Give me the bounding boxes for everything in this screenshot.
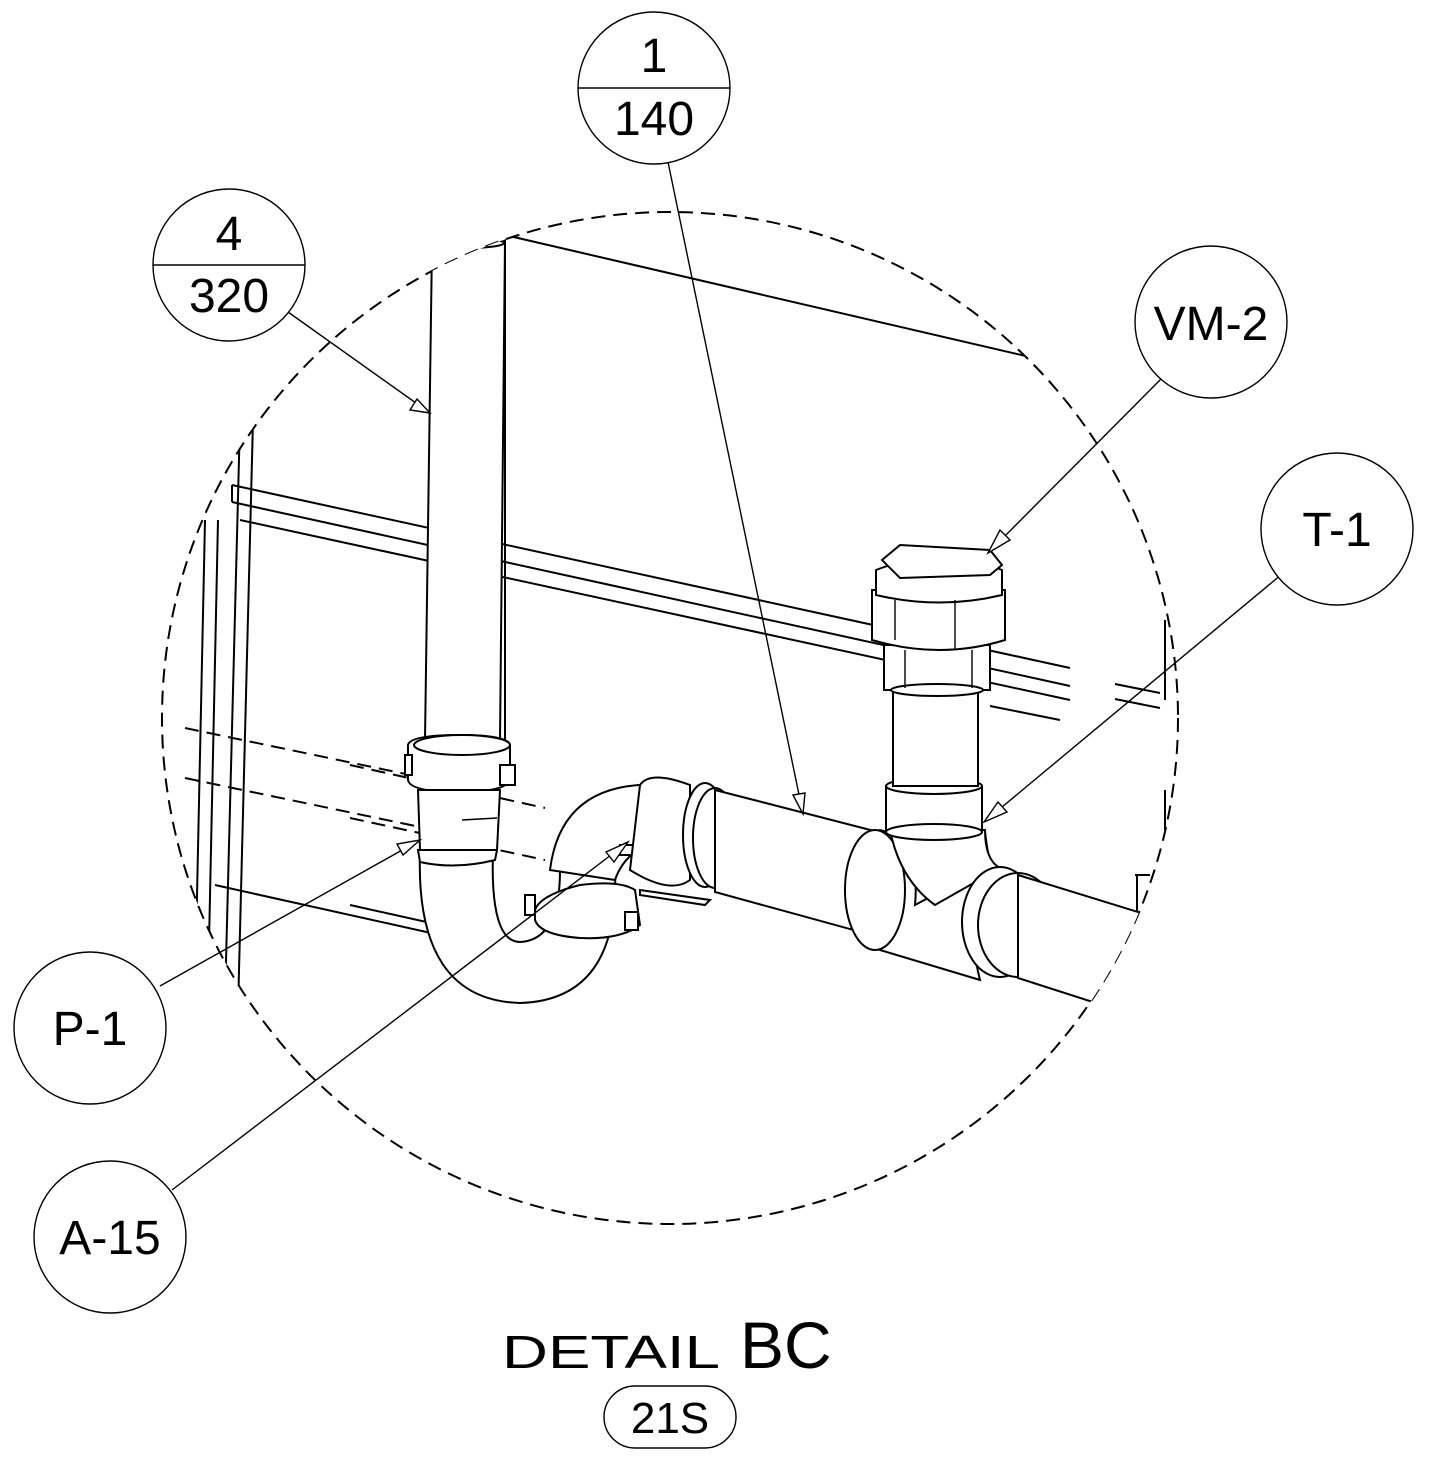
callout-t-1: T-1 <box>1260 452 1414 606</box>
leader-lines <box>159 161 1283 1191</box>
detail-sheet-label: 21S <box>631 1394 709 1443</box>
callout-vm-2-label: VM-2 <box>1154 298 1269 351</box>
callout-view-number: 4 <box>216 208 243 261</box>
detail-title-prefix: DETAIL <box>502 1326 720 1378</box>
callout-section-1-140: 1 140 <box>577 11 731 165</box>
callout-a-15: A-15 <box>33 1160 187 1314</box>
callout-section-sheet: 140 <box>614 93 694 146</box>
detail-title-label: BC <box>740 1308 832 1382</box>
callout-p-1-label: P-1 <box>53 1003 128 1056</box>
callout-view-sheet: 320 <box>189 270 269 323</box>
detail-sheet-reference: 21S <box>603 1385 737 1449</box>
callout-a-15-label: A-15 <box>59 1212 160 1265</box>
callout-vm-2: VM-2 <box>1134 245 1288 399</box>
callout-p-1: P-1 <box>13 951 167 1105</box>
callout-section-number: 1 <box>641 30 668 83</box>
detail-title: DETAIL BC <box>502 1308 832 1382</box>
detail-contents <box>184 234 1178 1032</box>
callout-view-4-320: 4 320 <box>152 188 306 342</box>
detail-boundary-circle <box>161 211 1179 1225</box>
callout-t-1-label: T-1 <box>1302 504 1371 557</box>
